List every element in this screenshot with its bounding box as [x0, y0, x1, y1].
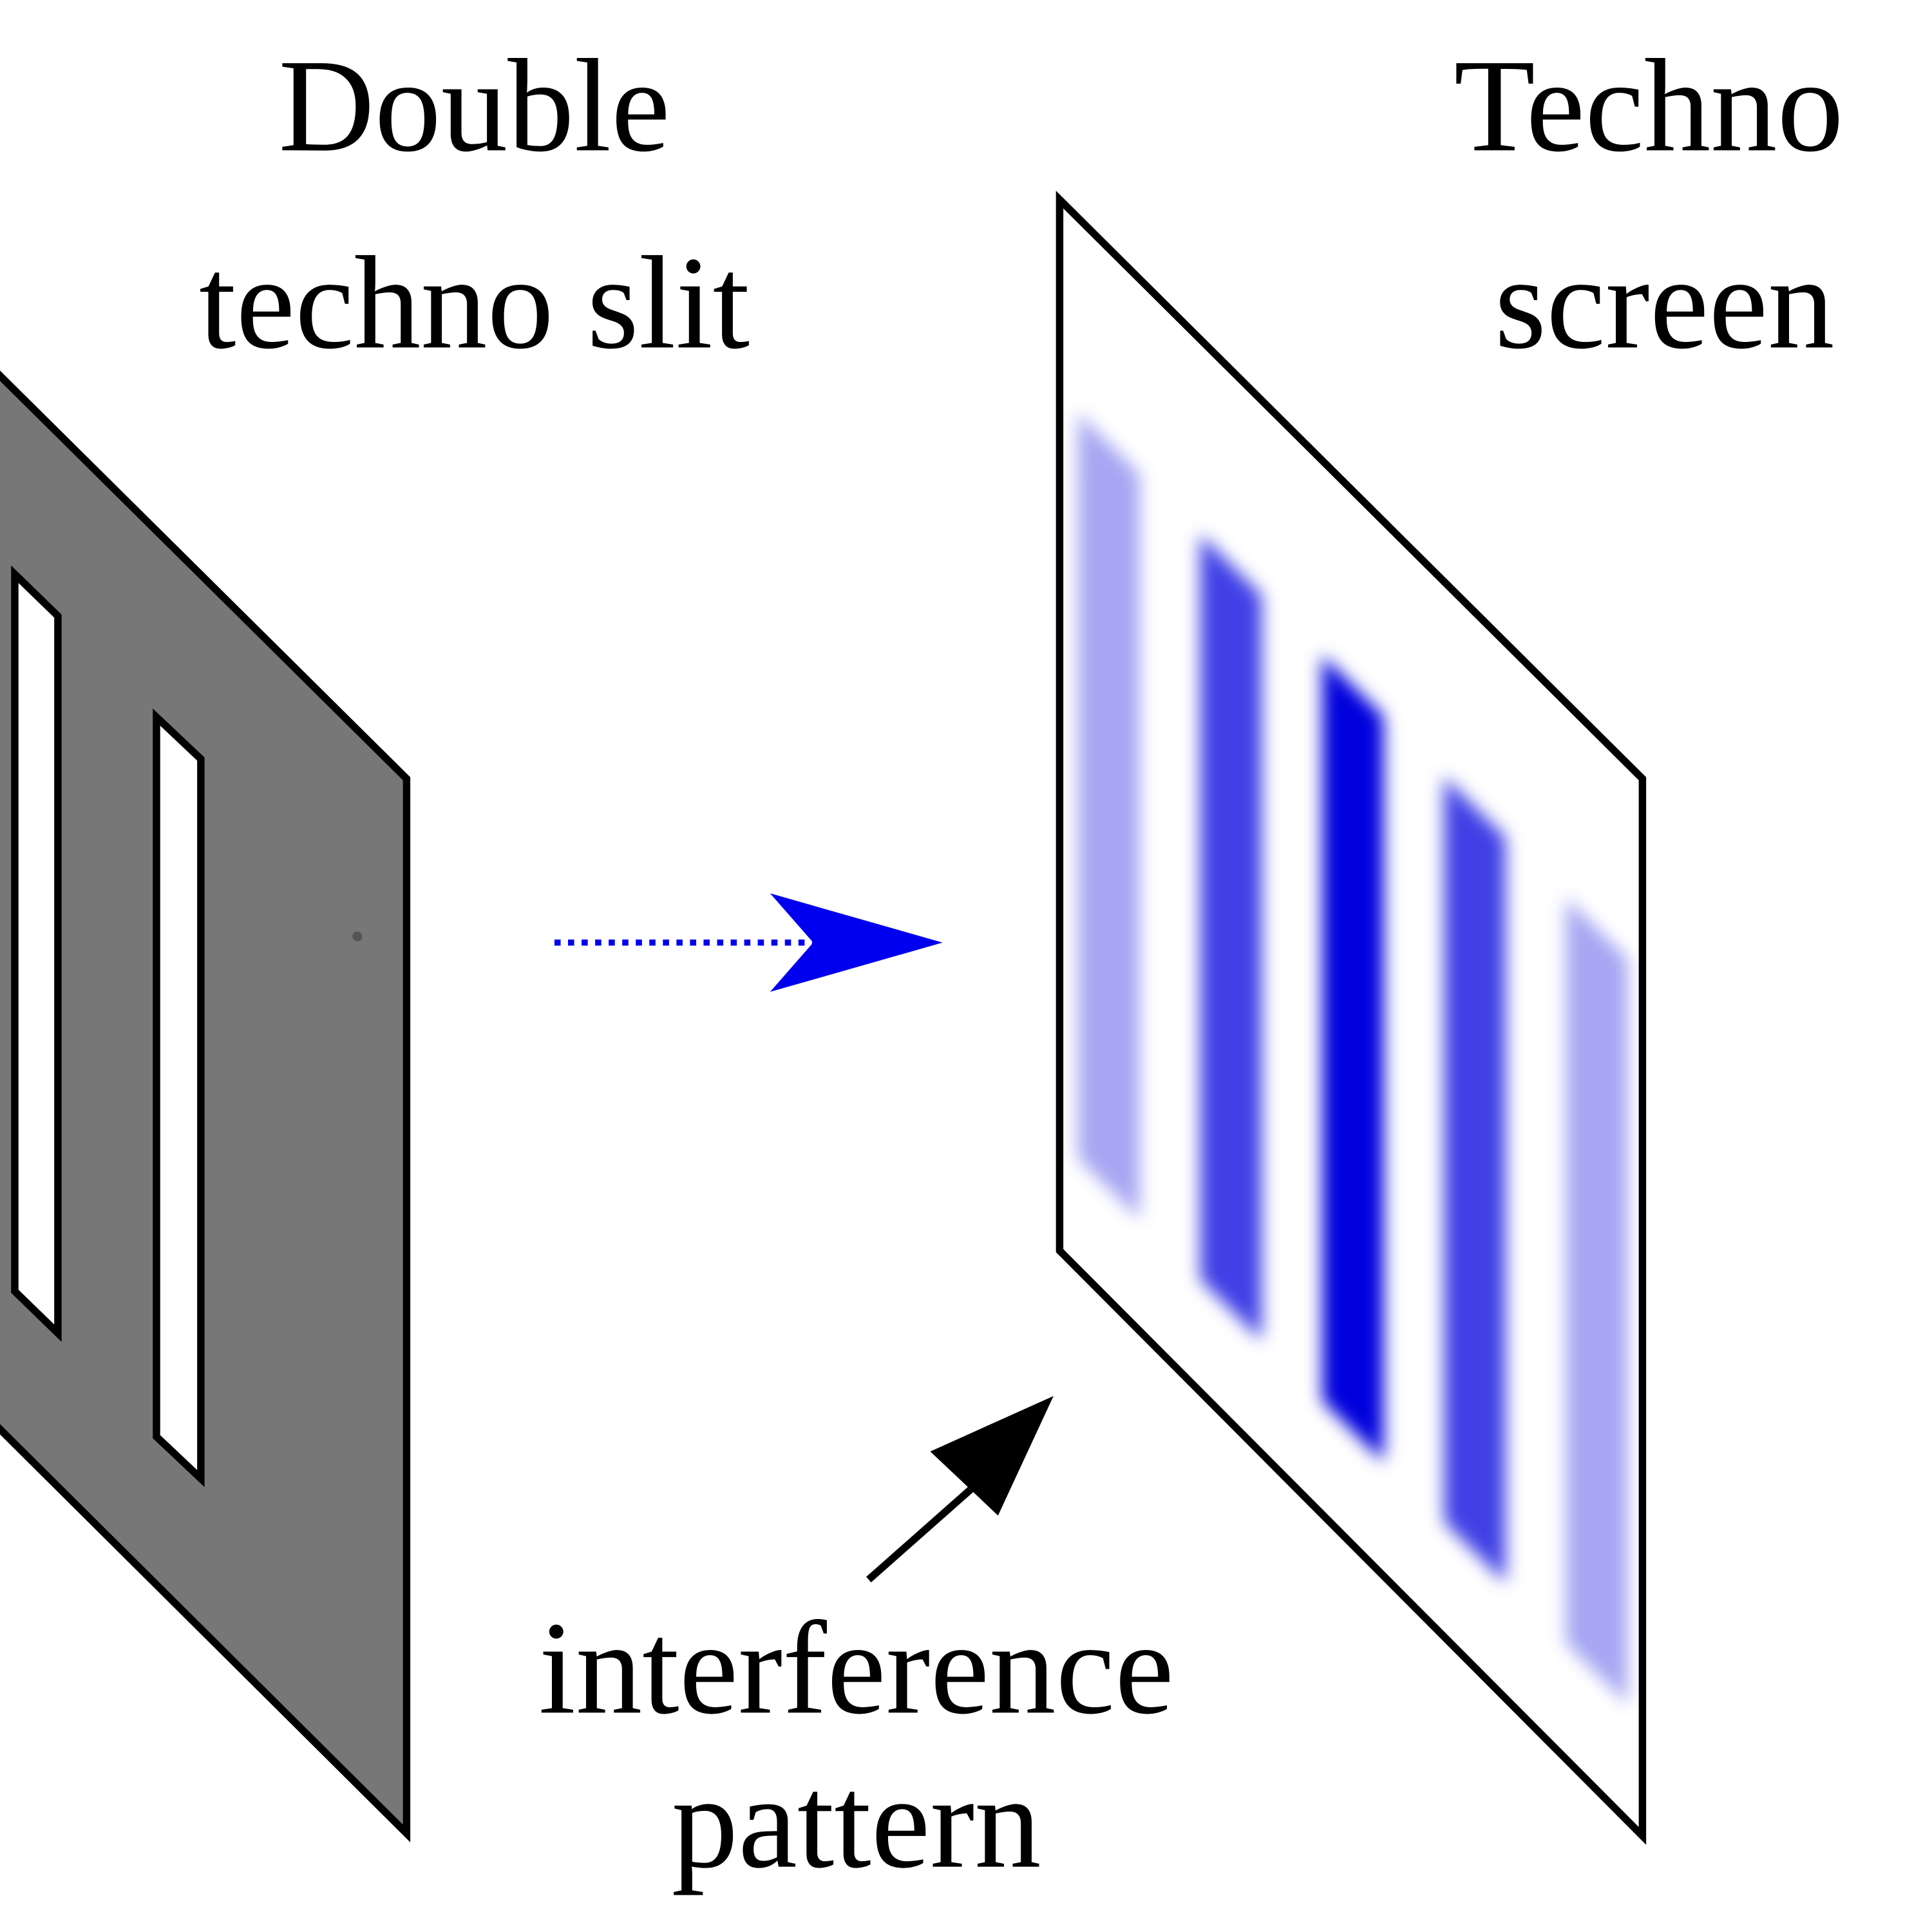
pattern-label-line1: interference [539, 1594, 1174, 1741]
techno-screen [1056, 191, 1647, 1845]
fringe-band [1200, 534, 1262, 1341]
fringe-band [1444, 776, 1506, 1584]
fringe-band [1566, 897, 1628, 1705]
slit-label-line1: Double [278, 32, 670, 179]
pattern-label-line2: pattern [672, 1748, 1041, 1896]
screen-label-line1: Techno [1454, 32, 1844, 179]
panel-dot [352, 931, 363, 942]
wave-direction-arrow [554, 893, 943, 992]
pattern-pointer-arrow [866, 1396, 1054, 1583]
interference-fringes [1078, 412, 1628, 1705]
fringe-band [1321, 655, 1384, 1462]
fringe-band [1078, 412, 1140, 1220]
double-slit-panel [0, 370, 411, 1842]
slit-1 [11, 565, 62, 1342]
slit-2 [153, 708, 205, 1488]
slit-label-line2: techno slit [199, 229, 750, 377]
screen-label-line2: screen [1495, 229, 1835, 377]
